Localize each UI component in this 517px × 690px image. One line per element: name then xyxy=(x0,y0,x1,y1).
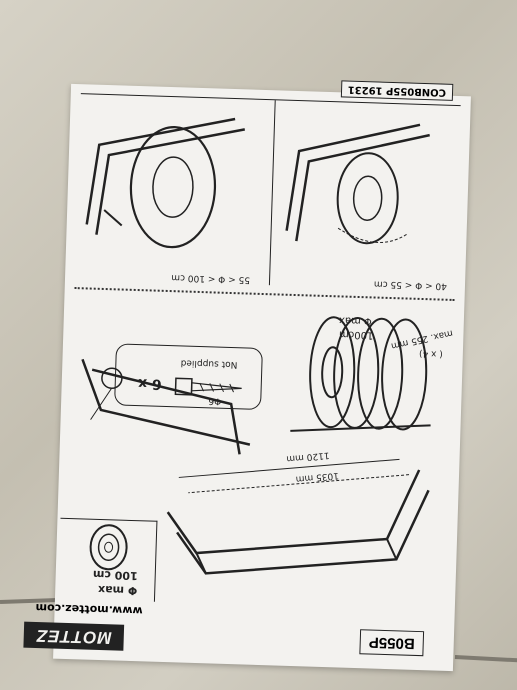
range-large-label: 55 < Φ < 100 cm xyxy=(171,272,251,285)
instruction-sheet: MOTTEZ www.mottez.com B055P Φ max 100 cm… xyxy=(23,80,471,672)
stack-diameter-label: Φ max xyxy=(338,314,373,327)
stack-count: ( x 4) xyxy=(418,347,443,359)
brand-logo: MOTTEZ xyxy=(23,621,125,651)
screw-quantity: 6 x xyxy=(137,375,163,392)
small-tyre-rack-drawing xyxy=(285,123,430,245)
bottom-panel-divider xyxy=(268,100,276,286)
reference-code: CONB055P 19231 xyxy=(340,80,454,101)
large-tyre-rack-drawing xyxy=(85,117,246,249)
screw-icon xyxy=(174,377,242,396)
screw-diameter: Φ6 xyxy=(208,395,222,406)
small-tyre-icon xyxy=(89,524,128,571)
instruction-sheet-content: MOTTEZ www.mottez.com B055P Φ max 100 cm… xyxy=(23,80,471,671)
model-number: B055P xyxy=(359,629,425,657)
rack-mounting-drawing xyxy=(81,358,251,455)
rack-dimension-drawing xyxy=(166,458,430,575)
diameter-label: Φ max xyxy=(97,582,138,598)
range-small-label: 40 < Φ < 55 cm xyxy=(373,278,448,291)
stacked-tyres-drawing xyxy=(290,316,431,432)
stack-diameter-value: 100cm xyxy=(338,328,374,341)
not-supplied-label: Not supplied xyxy=(180,357,238,370)
